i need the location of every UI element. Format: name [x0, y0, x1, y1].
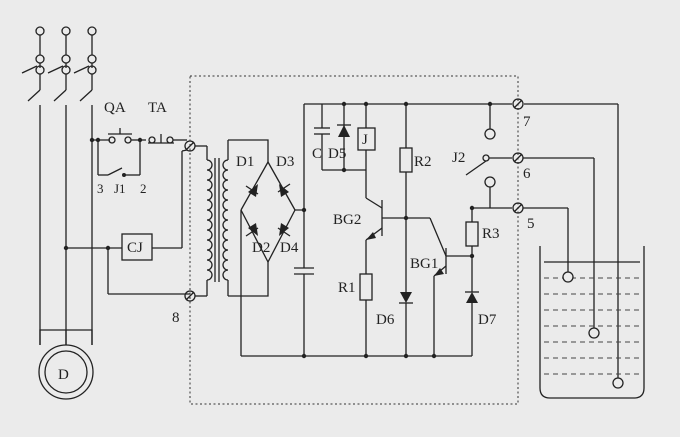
d4-label: D4 [280, 240, 299, 256]
d3-label: D3 [276, 154, 294, 170]
terminal-6-label: 6 [523, 166, 531, 182]
c-label: C [312, 146, 322, 162]
motor: D [38, 329, 94, 400]
probe-6 [588, 327, 600, 339]
junction-dots-supply [63, 137, 95, 251]
bridge-rectifier [228, 104, 305, 356]
r1-label: R1 [338, 280, 356, 296]
filter-capacitor [294, 210, 314, 356]
contactor-main-contacts [27, 74, 93, 345]
j-label: J [362, 132, 368, 148]
controller-box [189, 75, 519, 405]
node-3-label: 3 [97, 181, 104, 196]
terminals-right [512, 98, 595, 328]
diode-d4 [279, 223, 289, 236]
terminal-5-label: 5 [527, 216, 535, 232]
diode-d2 [248, 223, 258, 236]
d7-label: D7 [478, 312, 497, 328]
cj-coil [66, 149, 190, 295]
r2-label: R2 [414, 154, 432, 170]
terminal-7-label: 7 [523, 114, 531, 130]
r3-d7-column [465, 208, 479, 356]
water-tank [539, 246, 645, 399]
r1-resistor [359, 273, 373, 356]
diode-d7 [466, 292, 478, 303]
three-phase-supply [21, 26, 97, 75]
d2-label: D2 [252, 240, 270, 256]
j1-label: J1 [114, 181, 126, 196]
diode-d3 [279, 184, 289, 197]
d1-label: D1 [236, 154, 254, 170]
bg2-label: BG2 [333, 212, 361, 228]
bg2-emitter-arrow [366, 232, 376, 240]
diode-d5 [338, 125, 350, 137]
control-circuit [92, 128, 187, 176]
probe-7 [612, 377, 624, 389]
top-rail [304, 103, 619, 378]
bg1-label: BG1 [410, 256, 438, 272]
cj-label: CJ [127, 240, 143, 256]
j-coil [357, 104, 376, 198]
control-dots [95, 137, 143, 177]
terminal-8-label: 8 [172, 310, 180, 326]
probe-5 [562, 271, 574, 283]
j2-label: J2 [452, 150, 465, 166]
node-2-label: 2 [140, 181, 147, 196]
bg1-emitter-arrow [434, 268, 444, 276]
d5-label: D5 [328, 146, 346, 162]
qa-label: QA [104, 100, 126, 116]
motor-label: D [58, 367, 69, 383]
transformer [195, 140, 229, 297]
r2-d6-column [399, 104, 413, 356]
bg1-transistor [406, 217, 472, 356]
diode-d6 [400, 292, 412, 303]
ta-label: TA [148, 100, 167, 116]
d6-label: D6 [376, 312, 395, 328]
r3-label: R3 [482, 226, 500, 242]
j2-contact [465, 104, 512, 209]
